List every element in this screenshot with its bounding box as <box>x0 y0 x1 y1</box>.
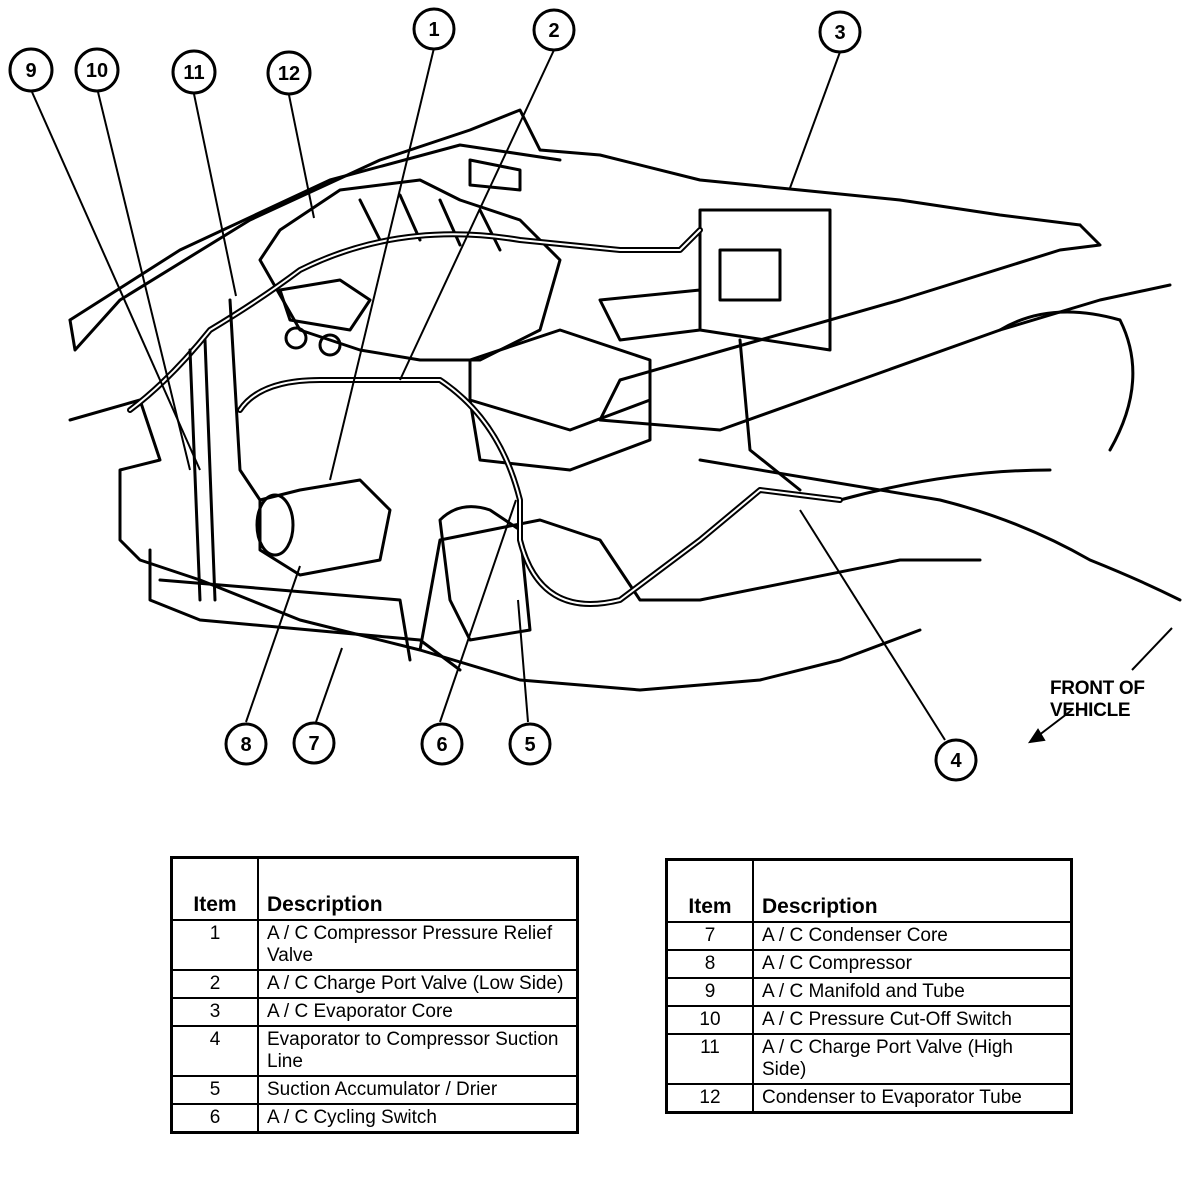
svg-text:9: 9 <box>25 60 36 82</box>
svg-text:2: 2 <box>548 20 559 42</box>
row-item: 9 <box>665 977 754 1007</box>
svg-text:5: 5 <box>524 734 535 756</box>
callout-10: 10 <box>74 47 120 93</box>
svg-text:3: 3 <box>834 22 845 44</box>
svg-text:4: 4 <box>950 750 962 772</box>
header-description: Description <box>752 858 1073 923</box>
row-description: A / C Cycling Switch <box>257 1103 579 1134</box>
row-item: 7 <box>665 921 754 951</box>
front-of-vehicle-label: FRONT OF VEHICLE <box>1050 678 1145 722</box>
callout-7: 7 <box>292 721 336 765</box>
svg-text:12: 12 <box>278 63 300 85</box>
row-description: A / C Compressor <box>752 949 1073 979</box>
row-description: Condenser to Evaporator Tube <box>752 1083 1073 1114</box>
svg-text:7: 7 <box>308 733 319 755</box>
svg-text:11: 11 <box>183 62 204 84</box>
row-description: Suction Accumulator / Drier <box>257 1075 579 1105</box>
row-description: Evaporator to Compressor Suction Line <box>257 1025 579 1077</box>
compressor <box>258 478 392 577</box>
callout-12: 12 <box>266 50 312 96</box>
row-description: A / C Compressor Pressure Relief Valve <box>257 919 579 971</box>
row-item: 2 <box>170 969 259 999</box>
row-item: 6 <box>170 1103 259 1134</box>
callout-6: 6 <box>420 722 464 766</box>
header-item: Item <box>170 856 259 921</box>
callout-2: 2 <box>532 8 576 52</box>
engine-block <box>258 178 562 362</box>
row-description: A / C Manifold and Tube <box>752 977 1073 1007</box>
row-description: A / C Charge Port Valve (Low Side) <box>257 969 579 999</box>
lower-structure <box>68 398 922 692</box>
row-item: 8 <box>665 949 754 979</box>
row-item: 1 <box>170 919 259 971</box>
callout-1: 1 <box>412 7 456 51</box>
front-label-line1: FRONT OF <box>1050 678 1145 699</box>
row-item: 4 <box>170 1025 259 1077</box>
row-item: 10 <box>665 1005 754 1035</box>
engine-bay-diagram: 1 2 3 4 5 6 7 8 9 10 11 12 <box>8 7 1182 782</box>
row-description: A / C Pressure Cut-Off Switch <box>752 1005 1073 1035</box>
callout-3: 3 <box>818 10 862 54</box>
row-item: 5 <box>170 1075 259 1105</box>
callout-8: 8 <box>224 722 268 766</box>
callout-9: 9 <box>8 47 54 93</box>
row-description: A / C Evaporator Core <box>257 997 579 1027</box>
svg-text:1: 1 <box>428 19 439 41</box>
callout-11: 11 <box>171 49 217 95</box>
svg-text:6: 6 <box>436 734 447 756</box>
row-description: A / C Charge Port Valve (High Side) <box>752 1033 1073 1085</box>
row-item: 12 <box>665 1083 754 1114</box>
front-label-line2: VEHICLE <box>1050 700 1131 721</box>
row-description: A / C Condenser Core <box>752 921 1073 951</box>
callout-5: 5 <box>508 722 552 766</box>
row-item: 3 <box>170 997 259 1027</box>
svg-text:8: 8 <box>240 734 251 756</box>
header-description: Description <box>257 856 579 921</box>
header-item: Item <box>665 858 754 923</box>
fender-outline <box>598 223 1172 432</box>
callout-4: 4 <box>934 738 978 782</box>
hood-outline <box>68 108 1082 352</box>
svg-text:10: 10 <box>86 60 108 82</box>
accumulator <box>438 505 532 642</box>
row-item: 11 <box>665 1033 754 1085</box>
